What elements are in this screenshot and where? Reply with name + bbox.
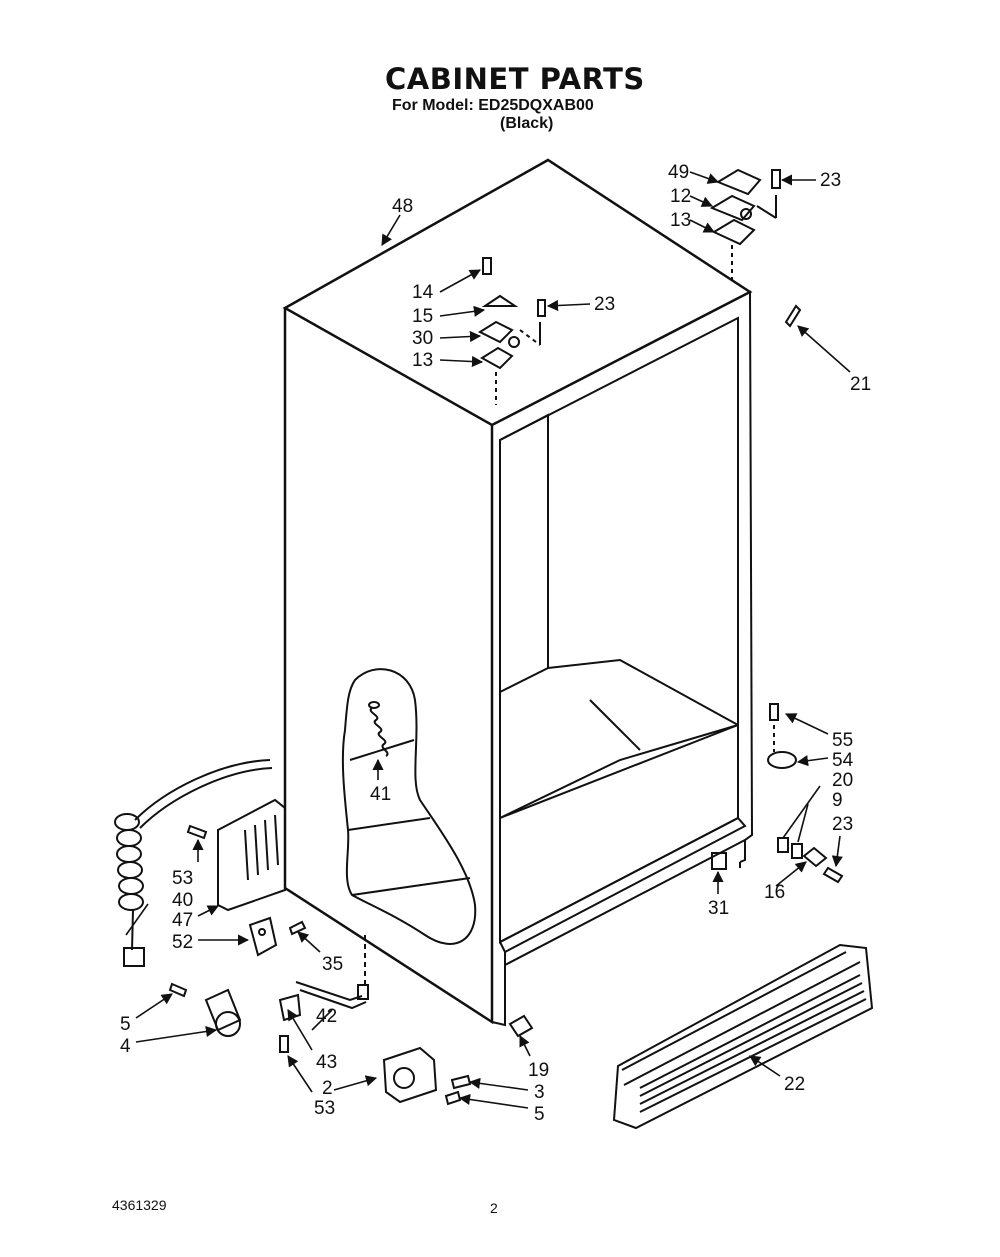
part-31 xyxy=(711,852,727,870)
power-cord xyxy=(114,759,273,967)
callout-5: 5 xyxy=(120,1014,131,1035)
page-number: 2 xyxy=(490,1200,498,1216)
part-42-tube xyxy=(278,981,369,1053)
top-hinge-right xyxy=(709,168,781,285)
page-title: CABINET PARTS xyxy=(385,62,645,96)
callout-labels: 49 12 13 23 48 14 15 30 13 23 21 41 55 5… xyxy=(120,162,871,1125)
model-color: (Black) xyxy=(500,115,554,132)
part-54-55 xyxy=(767,703,797,769)
part-22-grille xyxy=(612,943,874,1130)
part-19 xyxy=(508,1014,534,1038)
part-2-leveler xyxy=(382,1046,472,1106)
callout-4: 4 xyxy=(120,1036,131,1057)
callout-12: 12 xyxy=(670,186,691,207)
callout-5: 5 xyxy=(534,1104,545,1125)
callout-13: 13 xyxy=(670,210,691,231)
callout-53: 53 xyxy=(314,1098,335,1119)
part-4-roller xyxy=(168,982,242,1037)
callout-13: 13 xyxy=(412,350,433,371)
callout-2: 2 xyxy=(322,1078,333,1099)
top-hinge-left xyxy=(477,257,546,405)
part-bracket-group xyxy=(777,837,844,884)
callout-41: 41 xyxy=(370,784,391,805)
callout-16: 16 xyxy=(764,882,785,903)
part-53a-screw xyxy=(186,824,208,840)
control-box xyxy=(217,798,286,912)
callout-52: 52 xyxy=(172,932,193,953)
cabinet-body xyxy=(282,158,754,1027)
callout-55: 55 xyxy=(832,730,853,751)
side-cutaway xyxy=(341,668,477,945)
callout-14: 14 xyxy=(412,282,434,303)
callout-47: 47 xyxy=(172,910,193,931)
callout-31: 31 xyxy=(708,898,729,919)
callout-48: 48 xyxy=(392,196,413,217)
part-21-pin xyxy=(784,304,802,328)
callout-20: 20 xyxy=(832,770,853,791)
document-number: 4361329 xyxy=(112,1197,167,1213)
callout-43: 43 xyxy=(316,1052,337,1073)
callout-21: 21 xyxy=(850,374,871,395)
callout-3: 3 xyxy=(534,1082,545,1103)
part-41-coil xyxy=(368,701,389,757)
callout-15: 15 xyxy=(412,306,433,327)
callout-49: 49 xyxy=(668,162,689,183)
callout-23: 23 xyxy=(820,170,841,191)
callout-54: 54 xyxy=(832,750,854,771)
model-number: For Model: ED25DQXAB00 xyxy=(392,97,594,114)
callout-23: 23 xyxy=(832,814,853,835)
callout-19: 19 xyxy=(528,1060,549,1081)
part-52-bracket xyxy=(248,916,307,957)
callout-9: 9 xyxy=(832,790,843,811)
callout-53: 53 xyxy=(172,868,193,889)
leader-lines xyxy=(125,171,851,1109)
callout-35: 35 xyxy=(322,954,343,975)
callout-30: 30 xyxy=(412,328,433,349)
callout-40: 40 xyxy=(172,890,193,911)
callout-23: 23 xyxy=(594,294,615,315)
callout-42: 42 xyxy=(316,1006,337,1027)
callout-22: 22 xyxy=(784,1074,805,1095)
